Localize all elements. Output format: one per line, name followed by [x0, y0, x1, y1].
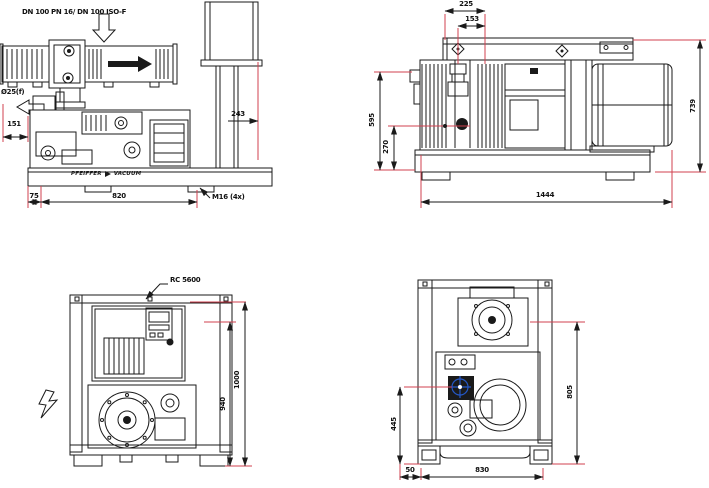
- pump-body: [29, 87, 191, 169]
- exhaust-silencer-column: [200, 1, 263, 169]
- dimension-label: 153: [465, 15, 479, 23]
- extension-lines: [399, 321, 585, 480]
- extension-lines: [190, 301, 252, 467]
- dimension-label: 50: [405, 466, 415, 474]
- dimension-lines: [377, 8, 703, 205]
- front-view-drawing: [374, 8, 706, 208]
- pump-panel: [435, 351, 541, 441]
- blower-housing: [87, 384, 197, 449]
- base-frame: [27, 167, 273, 193]
- dimension-lines: [2, 118, 259, 205]
- end-view: 445 805 50 830: [390, 268, 620, 488]
- brand-right: VACUUM: [113, 171, 142, 177]
- outlet-left-arrow-icon: [16, 99, 45, 115]
- motor: [589, 63, 673, 153]
- pump-station-body: [409, 59, 593, 151]
- control-cabinet: [91, 305, 186, 382]
- motor-assembly: [457, 286, 529, 347]
- leader-line: [145, 283, 168, 300]
- dimension-label: 445: [390, 417, 398, 431]
- dimension-label: 595: [368, 113, 376, 127]
- dimension-label: 270: [382, 140, 390, 154]
- dimension-lines: [227, 301, 248, 467]
- rear-view-drawing: [38, 283, 252, 467]
- side-view: DN 100 PN 16/ DN 100 ISO-F Ø25(f) 151 24…: [0, 0, 290, 215]
- outlet-port-label: Ø25(f): [1, 88, 25, 96]
- brand-left: PFEIFFER: [71, 171, 102, 177]
- control-unit-label: RC 5600: [170, 276, 201, 284]
- frame: [69, 294, 233, 453]
- dimension-label: 820: [112, 192, 126, 200]
- extension-lines: [2, 62, 259, 208]
- bolt-spec-label: M16 (4x): [212, 193, 245, 201]
- base-frame: [414, 149, 651, 181]
- end-view-drawing: [397, 279, 585, 480]
- front-view: 225 153 595 270 739 1444: [355, 0, 709, 215]
- brand-arrow-icon: [104, 171, 111, 177]
- inlet-down-arrow-icon: [91, 13, 117, 43]
- dimension-label: 830: [475, 466, 489, 474]
- brand-logo: PFEIFFER VACUUM: [71, 171, 141, 177]
- flow-direction-arrow-icon: [108, 56, 152, 72]
- roots-blower-assembly: [0, 39, 178, 89]
- dimension-label: 243: [231, 110, 245, 118]
- base-frame: [417, 439, 553, 465]
- frame: [417, 279, 553, 444]
- side-view-drawing: [0, 1, 273, 208]
- dimension-label: 151: [7, 120, 21, 128]
- dimension-label: 1000: [233, 370, 241, 390]
- top-beam: [442, 37, 634, 61]
- dimension-label: 225: [459, 0, 473, 8]
- dimension-label: 805: [566, 385, 574, 399]
- rear-view: RC 5600 940 1000: [30, 268, 260, 488]
- power-lightning-icon: [38, 389, 59, 419]
- reference-dot: [443, 124, 447, 128]
- dimension-label: 1444: [535, 191, 555, 199]
- extension-lines: [374, 14, 706, 208]
- inlet-flange-label: DN 100 PN 16/ DN 100 ISO-F: [22, 8, 127, 16]
- dimension-lines: [397, 321, 580, 480]
- dimension-label: 75: [29, 192, 39, 200]
- dimension-label: 940: [219, 397, 227, 411]
- dimension-label: 739: [689, 99, 697, 113]
